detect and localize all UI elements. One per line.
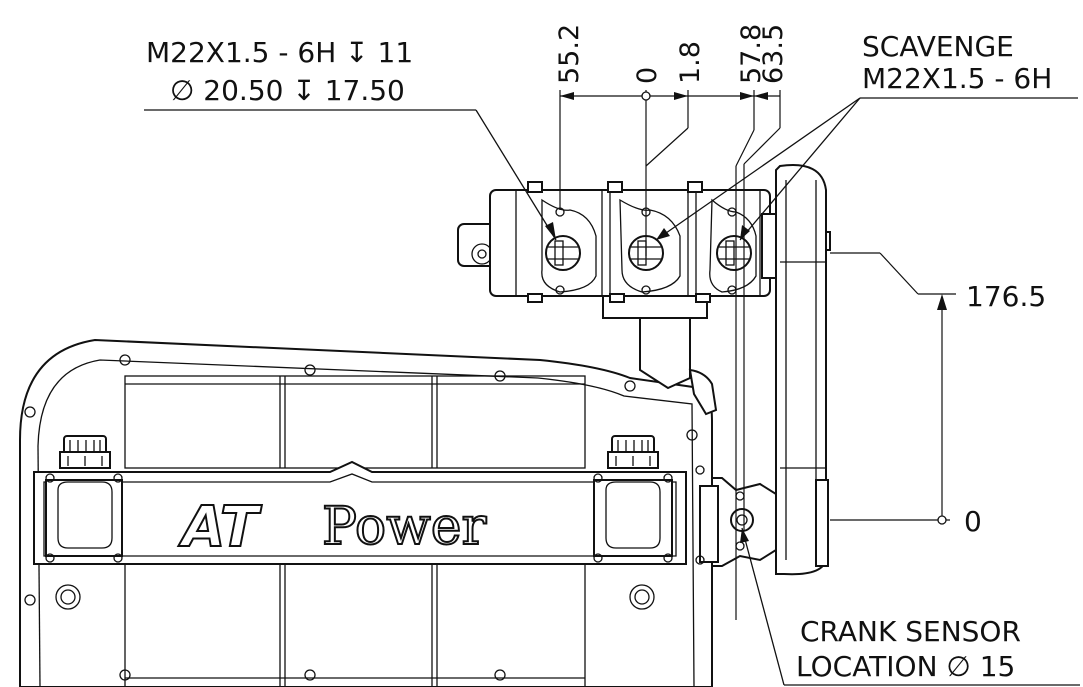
dim-55-2: 55.2 bbox=[554, 24, 585, 84]
port-thread-line1: M22X1.5 - 6H ↧ 11 bbox=[146, 36, 413, 69]
belt-drive bbox=[695, 164, 829, 576]
vertical-dimension: 176.5 0 bbox=[830, 252, 1046, 538]
dim-0-vertical: 0 bbox=[964, 505, 982, 538]
port-thread-callout: M22X1.5 - 6H ↧ 11 ∅ 20.50 ↧ 17.50 bbox=[144, 36, 557, 241]
dim-57-8: 57.8 bbox=[736, 24, 767, 84]
logo-plate: AT Power bbox=[33, 435, 687, 565]
crank-line2: LOCATION ∅ 15 bbox=[796, 650, 1015, 683]
scavenge-callout: SCAVENGE M22X1.5 - 6H bbox=[655, 30, 1078, 241]
logo-mark: AT bbox=[178, 495, 262, 560]
dim-0-horizontal: 0 bbox=[632, 67, 663, 84]
scavenge-title: SCAVENGE bbox=[862, 30, 1014, 63]
port-thread-line2: ∅ 20.50 ↧ 17.50 bbox=[170, 74, 405, 107]
logo-word: Power bbox=[322, 497, 486, 557]
dim-176-5: 176.5 bbox=[966, 280, 1046, 313]
scavenge-thread: M22X1.5 - 6H bbox=[862, 62, 1052, 95]
dim-1-8: 1.8 bbox=[675, 41, 706, 84]
crank-line1: CRANK SENSOR bbox=[800, 615, 1021, 648]
horizontal-dimensions: 55.2 0 1.8 57.8 63.5 bbox=[554, 24, 789, 620]
dim-63-5: 63.5 bbox=[758, 24, 789, 84]
left-an-fitting bbox=[59, 435, 111, 469]
crank-sensor-callout: CRANK SENSOR LOCATION ∅ 15 bbox=[740, 527, 1080, 686]
right-an-fitting bbox=[607, 435, 659, 469]
